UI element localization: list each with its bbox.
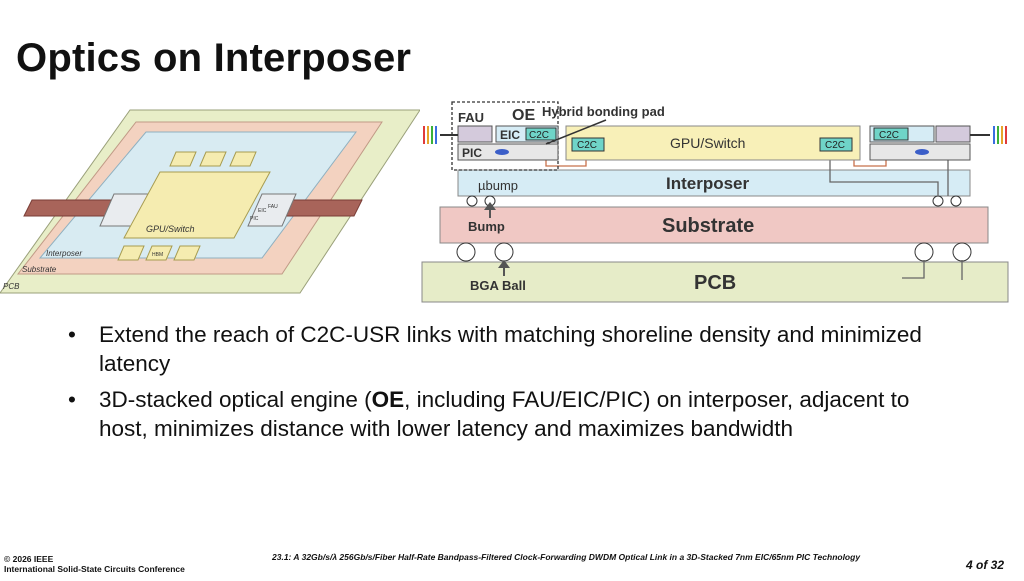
bump-arrowhead [484,202,496,210]
substrate-block [439,206,989,244]
routing-trace [853,158,887,167]
bullet-icon: • [68,322,76,347]
hbm-stack [173,245,201,261]
host-text: GPU/Switch [670,135,745,151]
hbm-stack [229,151,257,167]
routing-trace [829,160,939,196]
footer-copyright: © 2026 IEEE [4,554,54,564]
bga-arrowhead [498,260,510,268]
fau-block [935,125,971,143]
bullet-item: • 3D-stacked optical engine (OE, includi… [66,385,946,443]
ubump-text: µbump [478,178,518,193]
routing-trace [902,260,925,279]
host-label: GPU/Switch [146,224,195,234]
c2c-text: C2C [577,140,597,151]
hbm-label: HBM [152,252,163,258]
bga-ball [456,242,476,262]
c2c-text: C2C [825,140,845,151]
eic-text: EIC [500,128,520,142]
footer-left: © 2026 IEEE International Solid-State Ci… [4,554,185,574]
eic-label: EIC [258,208,267,214]
hybrid-bonding-pointer [545,119,607,145]
cross-section-figure: PCB Substrate Interposer µbump Bump BGA … [421,101,1009,303]
bullet-text-bold: OE [371,387,405,412]
bullet-text-prefix: 3D-stacked optical engine ( [99,387,372,412]
bullet-icon: • [68,387,76,412]
host-die [123,171,271,239]
fiber-left [23,199,117,217]
c2c-block [525,127,557,141]
bump-ball [466,195,478,207]
bga-ball-text: BGA Ball [470,278,526,293]
pcb-block [421,261,1009,303]
page-number: 4 of 32 [966,558,1005,572]
oe-text: OE [512,107,535,124]
substrate-label: Substrate [22,265,57,274]
c2c-block [571,137,605,152]
bullet-text-suffix: , including FAU/EIC/PIC) on interposer, … [99,387,910,441]
interposer-text: Interposer [666,174,750,193]
pcb-text: PCB [694,272,736,294]
c2c-text: C2C [879,130,899,141]
interposer-label: Interposer [46,249,82,258]
bga-ball [952,242,972,262]
fau-text: FAU [458,110,484,125]
c2c-text: C2C [529,130,549,141]
bump-text: Bump [468,219,505,234]
hybrid-bonding-pad-text: Hybrid bonding pad [542,104,665,119]
pic-label: PIC [250,216,259,222]
pic-text: PIC [462,146,482,160]
right-oe-block [247,193,297,227]
bump-ball [950,195,962,207]
fau-label: FAU [268,204,278,210]
host-die-block [565,125,861,161]
hbm-stack [117,245,145,261]
bga-ball [494,242,514,262]
hbm-stack [145,245,173,261]
bullet-item: • Extend the reach of C2C-USR links with… [66,320,946,378]
c2c-block [873,127,909,141]
waveguide-icon [915,149,929,155]
pcb-label: PCB [3,282,20,291]
substrate-text: Substrate [662,215,754,237]
bump-ball [932,195,944,207]
bullet-list: • Extend the reach of C2C-USR links with… [66,320,946,450]
footer-paper-title: 23.1: A 32Gb/s/λ 256Gb/s/Fiber Half-Rate… [272,552,861,562]
fau-block [457,125,493,143]
bga-ball [914,242,934,262]
waveguide-icon [495,149,509,155]
fiber-right-icon [970,126,1007,144]
footer-conference: International Solid-State Circuits Confe… [4,564,185,574]
interposer-block [457,169,971,197]
isometric-package-figure: GPU/Switch HBM EIC PIC FAU Interposer Su… [0,109,420,294]
hbm-stack [199,151,227,167]
bullet-text: Extend the reach of C2C-USR links with m… [99,322,922,376]
c2c-block [819,137,853,152]
fiber-left-icon [423,126,458,144]
routing-trace [545,158,587,167]
hbm-stack [169,151,197,167]
slide-title: Optics on Interposer [16,36,412,80]
